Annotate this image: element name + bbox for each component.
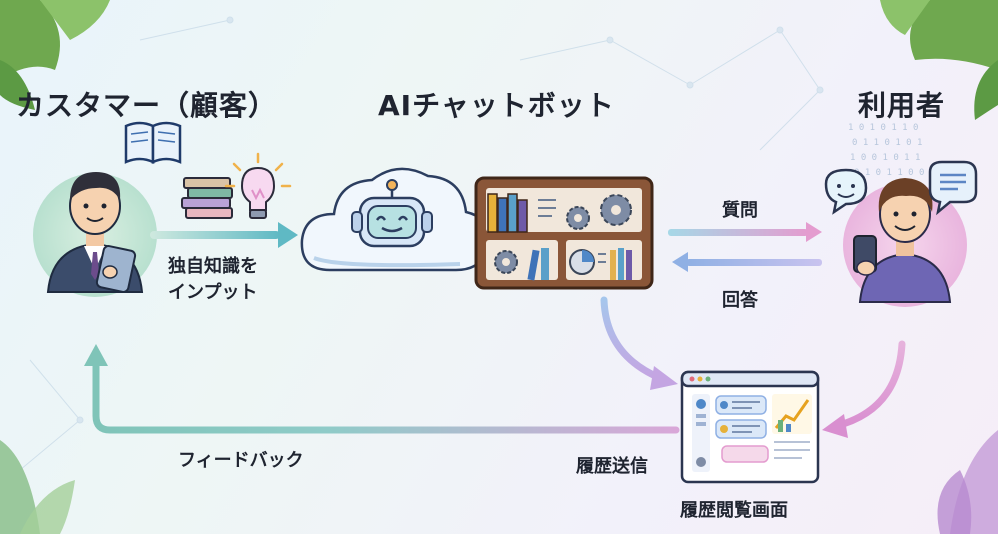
gear-icon	[494, 250, 518, 274]
leaf-icon	[937, 430, 998, 534]
bookshelf-icon	[474, 176, 654, 290]
feedback-arrow	[84, 344, 680, 434]
user-figure	[843, 178, 967, 307]
chatbot-label: AIチャットボット	[378, 89, 615, 122]
book-icon	[124, 121, 182, 164]
svg-text:1 0 1 0 1 1 0: 1 0 1 0 1 1 0	[848, 123, 918, 133]
feedback-label: フィードバック	[178, 450, 304, 471]
question-arrow	[668, 222, 822, 242]
svg-text:0 1 0 1 1 0 0: 0 1 0 1 1 0 0	[854, 168, 924, 178]
history-send-label: 履歴送信	[576, 456, 648, 477]
customer-figure	[33, 172, 157, 297]
leaf-icon	[0, 440, 75, 534]
history-send-arrow	[600, 296, 678, 390]
binary-rain: 1 0 1 0 1 1 0 0 1 1 0 1 0 1 1 0 0 1 0 1 …	[848, 123, 924, 178]
history-screen-title: 履歴閲覧画面	[680, 500, 788, 521]
leaf-icon	[0, 0, 110, 110]
gear-icon	[566, 194, 632, 230]
user-label: 利用者	[858, 89, 946, 122]
input-label-line2: インプット	[168, 282, 258, 303]
customer-label: カスタマー（顧客）	[16, 89, 278, 122]
user-history-arrow	[822, 340, 906, 438]
leaf-icon	[880, 0, 998, 120]
svg-text:1 0 0 1 0 1 1: 1 0 0 1 0 1 1	[850, 153, 920, 163]
smiley-icon	[824, 168, 868, 215]
input-arrow	[150, 222, 298, 248]
answer-label: 回答	[722, 290, 758, 311]
background-network	[19, 16, 824, 471]
robot-icon	[351, 179, 433, 248]
answer-arrow	[672, 252, 822, 272]
input-label-line1: 独自知識を	[168, 256, 258, 277]
chat-bubble-icon	[928, 160, 978, 216]
svg-text:0 1 1 0 1 0 1: 0 1 1 0 1 0 1	[852, 138, 922, 148]
lightbulb-icon	[224, 152, 292, 219]
dashboard-window-icon	[680, 370, 820, 484]
book-stack-icon	[181, 177, 233, 219]
question-label: 質問	[722, 200, 758, 221]
